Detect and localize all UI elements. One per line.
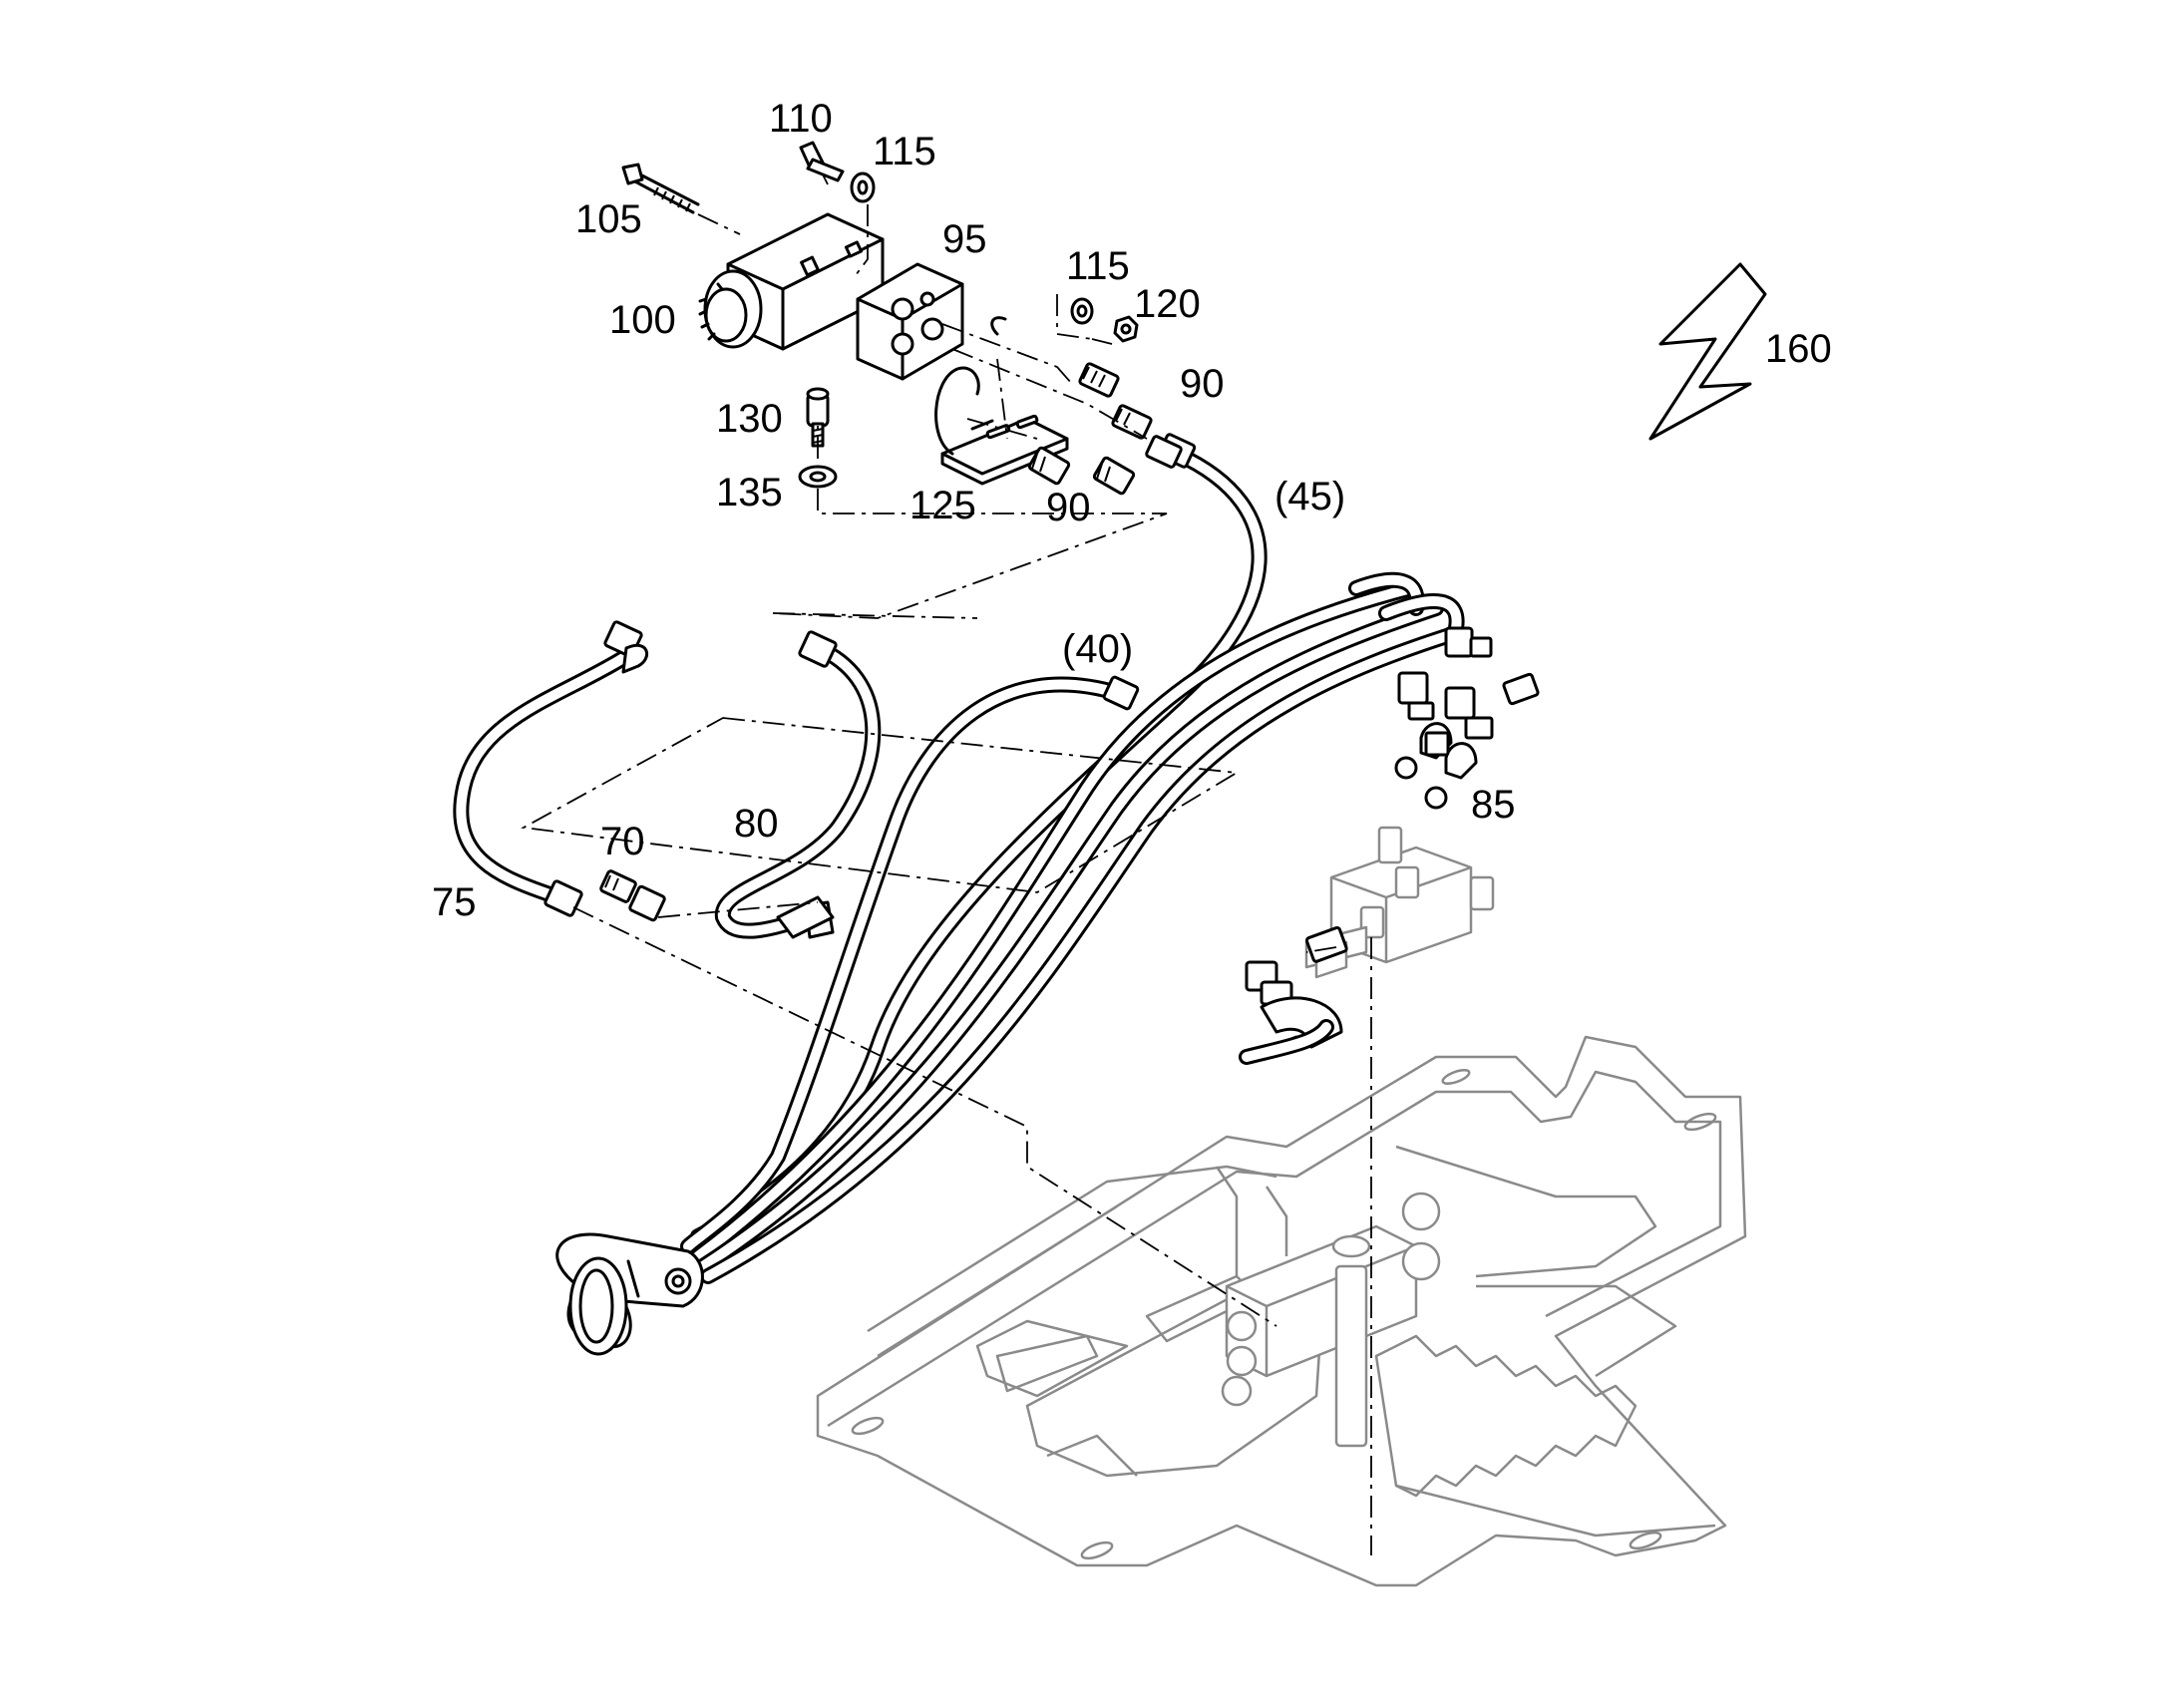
callout-70: 70 <box>600 820 645 863</box>
callout-130: 130 <box>716 397 783 441</box>
solenoid-valve <box>698 212 885 351</box>
callout-110: 110 <box>769 97 833 141</box>
callout-75: 75 <box>432 880 477 924</box>
leader-lines <box>521 173 1372 1555</box>
bracket-125 <box>934 366 1069 486</box>
mounting-plate-95 <box>856 262 964 381</box>
long-screw-105 <box>621 163 700 214</box>
screw-110 <box>799 141 845 182</box>
callout-40: (40) <box>1062 627 1133 671</box>
callout-125: 125 <box>909 484 976 527</box>
washer-115 <box>850 171 876 203</box>
fitting-70 <box>599 869 666 922</box>
callout-90-upper: 90 <box>1180 362 1225 406</box>
callout-labels: 110 115 105 95 100 115 120 90 130 135 12… <box>432 97 1832 924</box>
callout-120: 120 <box>1134 282 1201 326</box>
callout-90-lower: 90 <box>1046 486 1091 529</box>
hose-clamp <box>555 1232 704 1356</box>
callout-135: 135 <box>716 471 783 514</box>
control-valve-assembly <box>1215 1166 1441 1448</box>
cable-clip <box>990 316 1007 336</box>
callout-85: 85 <box>1471 783 1516 827</box>
seat-frame-plate <box>816 1035 1747 1587</box>
callout-95: 95 <box>942 217 987 261</box>
fitting-group-85 <box>1394 626 1540 810</box>
fitting-group-lower <box>1239 925 1348 1065</box>
fitting-90-lower <box>1027 446 1136 496</box>
callout-80: 80 <box>734 802 779 846</box>
callout-160: 160 <box>1765 327 1832 371</box>
callout-115-right: 115 <box>1066 244 1130 288</box>
washer-135 <box>798 465 838 489</box>
lightning-bolt-icon <box>1648 262 1767 441</box>
callout-105: 105 <box>575 197 642 241</box>
callout-115-upper: 115 <box>873 130 936 173</box>
fitting-90-upper <box>1078 362 1183 469</box>
callout-45: (45) <box>1274 475 1345 518</box>
nut-120 <box>1113 315 1139 343</box>
washer-115b <box>1070 297 1094 325</box>
hose-bundle <box>453 446 1465 1284</box>
callout-100: 100 <box>609 298 676 342</box>
